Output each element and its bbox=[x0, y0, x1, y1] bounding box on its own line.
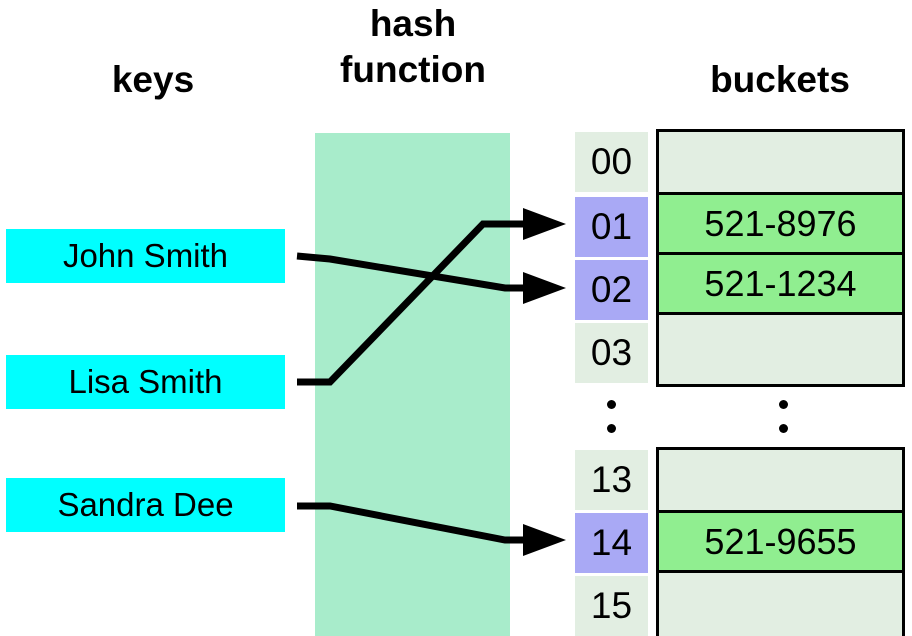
column-heading-buckets: buckets bbox=[710, 59, 850, 100]
index-label: 14 bbox=[590, 522, 633, 563]
hash-function-band bbox=[315, 133, 510, 636]
bucket-table-upper: 521-8976 521-1234 bbox=[656, 129, 905, 387]
index-cell-01[interactable]: 01 bbox=[575, 197, 648, 257]
index-cell-14[interactable]: 14 bbox=[575, 513, 648, 573]
index-label: 15 bbox=[590, 585, 633, 626]
index-cell-03[interactable]: 03 bbox=[575, 323, 648, 383]
index-cell-00[interactable]: 00 bbox=[575, 132, 648, 192]
index-cell-15[interactable]: 15 bbox=[575, 576, 648, 636]
bucket-row-00[interactable] bbox=[659, 132, 902, 192]
bucket-row-14[interactable]: 521-9655 bbox=[659, 510, 902, 570]
bucket-value: 521-1234 bbox=[704, 262, 857, 304]
bucket-row-13[interactable] bbox=[659, 450, 902, 510]
key-label: Lisa Smith bbox=[68, 363, 223, 400]
index-label: 01 bbox=[590, 206, 633, 247]
index-label: 13 bbox=[590, 459, 633, 500]
index-ellipsis-icon bbox=[607, 400, 617, 448]
key-label: Sandra Dee bbox=[57, 486, 234, 523]
bucket-row-02[interactable]: 521-1234 bbox=[659, 252, 902, 312]
bucket-row-01[interactable]: 521-8976 bbox=[659, 192, 902, 252]
index-cell-13[interactable]: 13 bbox=[575, 450, 648, 510]
column-heading-keys: keys bbox=[111, 59, 195, 100]
bucket-table-lower: 521-9655 bbox=[656, 447, 905, 636]
key-box-john-smith[interactable]: John Smith bbox=[6, 229, 285, 283]
bucket-ellipsis-icon bbox=[779, 400, 789, 448]
index-label: 00 bbox=[590, 141, 633, 182]
key-box-sandra-dee[interactable]: Sandra Dee bbox=[6, 478, 285, 532]
key-box-lisa-smith[interactable]: Lisa Smith bbox=[6, 355, 285, 409]
index-cell-02[interactable]: 02 bbox=[575, 260, 648, 320]
bucket-value: 521-9655 bbox=[704, 520, 857, 562]
key-label: John Smith bbox=[62, 237, 229, 274]
column-heading-hash-function: hash function bbox=[340, 3, 486, 90]
index-label: 03 bbox=[590, 332, 633, 373]
index-label: 02 bbox=[590, 269, 633, 310]
bucket-row-03[interactable] bbox=[659, 312, 902, 372]
bucket-row-15[interactable] bbox=[659, 570, 902, 630]
bucket-value: 521-8976 bbox=[704, 202, 857, 244]
